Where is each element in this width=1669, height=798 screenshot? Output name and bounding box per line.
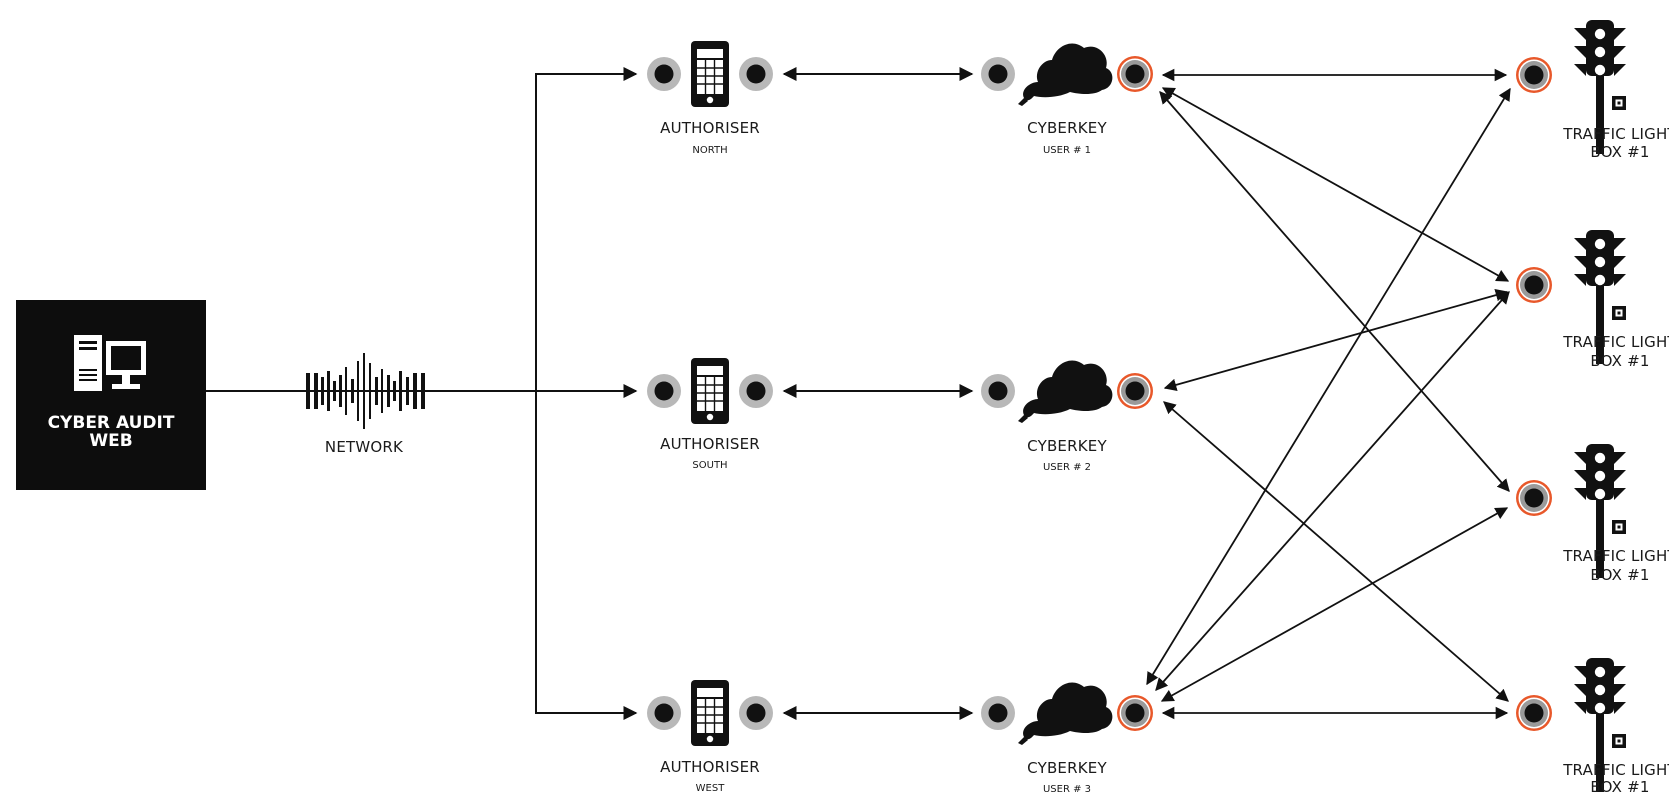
- server-label-line1: CYBER AUDIT: [48, 413, 175, 433]
- traffic-box-3: TRAFFIC LIGHT BOX #1: [1516, 444, 1669, 584]
- network-waveform-icon: [306, 353, 425, 429]
- cyberkey-traffic-links: [1146, 68, 1511, 720]
- server-label-line2: WEB: [89, 431, 132, 451]
- cyberkey-1-sub: USER # 1: [1043, 145, 1091, 156]
- authoriser-south: AUTHORISER SOUTH: [647, 357, 773, 471]
- authoriser-south-sub: SOUTH: [692, 460, 727, 471]
- traffic-box-1-line2: BOX #1: [1590, 143, 1649, 161]
- traffic-box-3-line1: TRAFFIC LIGHT: [1562, 547, 1669, 565]
- traffic-box-2: TRAFFIC LIGHT BOX #1: [1516, 230, 1669, 370]
- cyberkey-3-label: CYBERKEY: [1027, 759, 1107, 777]
- authoriser-south-label: AUTHORISER: [660, 435, 760, 453]
- authoriser-west: AUTHORISER WEST: [647, 679, 773, 794]
- authoriser-north: AUTHORISER NORTH: [647, 40, 773, 156]
- authoriser-north-sub: NORTH: [692, 145, 727, 156]
- traffic-box-4: TRAFFIC LIGHT BOX #1: [1516, 658, 1669, 796]
- cyberkey-2-sub: USER # 2: [1043, 462, 1091, 473]
- cyberkey-3-sub: USER # 3: [1043, 784, 1091, 794]
- traffic-box-3-line2: BOX #1: [1590, 566, 1649, 584]
- authoriser-north-label: AUTHORISER: [660, 119, 760, 137]
- traffic-box-1-line1: TRAFFIC LIGHT: [1562, 125, 1669, 143]
- network-label: NETWORK: [325, 438, 404, 456]
- cyberkey-user-2: CYBERKEY USER # 2: [981, 360, 1153, 473]
- computer-icon: [74, 335, 146, 391]
- authoriser-cyberkey-links: [782, 67, 974, 720]
- cyber-audit-web-box: CYBER AUDIT WEB: [16, 300, 206, 490]
- cyberkey-user-3: CYBERKEY USER # 3: [981, 682, 1153, 795]
- traffic-box-2-line1: TRAFFIC LIGHT: [1562, 333, 1669, 351]
- traffic-box-4-line2: BOX #1: [1590, 778, 1649, 794]
- cyberkey-1-label: CYBERKEY: [1027, 119, 1107, 137]
- traffic-box-1: TRAFFIC LIGHT BOX #1: [1516, 20, 1669, 161]
- cyberkey-2-label: CYBERKEY: [1027, 437, 1107, 455]
- authoriser-west-sub: WEST: [696, 783, 726, 794]
- cyberkey-user-1: CYBERKEY USER # 1: [981, 43, 1153, 156]
- traffic-box-2-line2: BOX #1: [1590, 352, 1649, 370]
- traffic-box-4-line1: TRAFFIC LIGHT: [1562, 761, 1669, 779]
- authoriser-west-label: AUTHORISER: [660, 758, 760, 776]
